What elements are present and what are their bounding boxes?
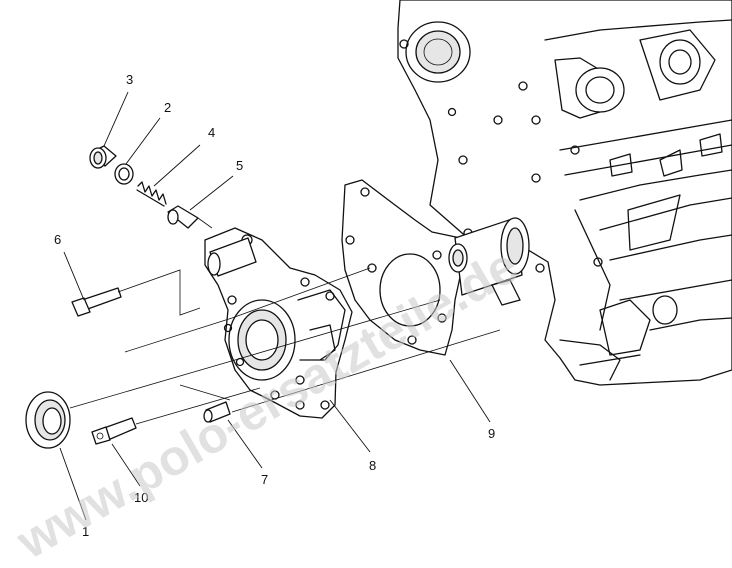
oil-pump-housing-part-8 [204,227,353,419]
engine-block [397,0,732,386]
alignment-lines [69,217,501,425]
washer-part-2 [114,163,134,185]
bolt-part-10 [91,417,137,445]
callout-7: 7 [261,472,268,487]
callout-1: 1 [82,524,89,539]
gasket-part-9 [341,179,471,356]
callout-3: 3 [126,72,133,87]
callout-labels: 3 2 4 5 6 1 10 7 8 9 [54,72,495,539]
callout-4: 4 [208,125,215,140]
callout-5: 5 [236,158,243,173]
callout-9: 9 [488,426,495,441]
shaft-sleeve [448,217,530,306]
callout-8: 8 [369,458,376,473]
callout-2: 2 [164,100,171,115]
callout-10: 10 [134,490,148,505]
leader-lines [59,91,491,521]
seal-part-1 [25,391,71,449]
callout-6: 6 [54,232,61,247]
bolt-part-6 [71,287,122,317]
dowel-part-7 [203,401,231,423]
plug-part-3 [89,145,117,169]
spring-part-4 [136,181,167,207]
piston-part-5 [167,205,199,229]
